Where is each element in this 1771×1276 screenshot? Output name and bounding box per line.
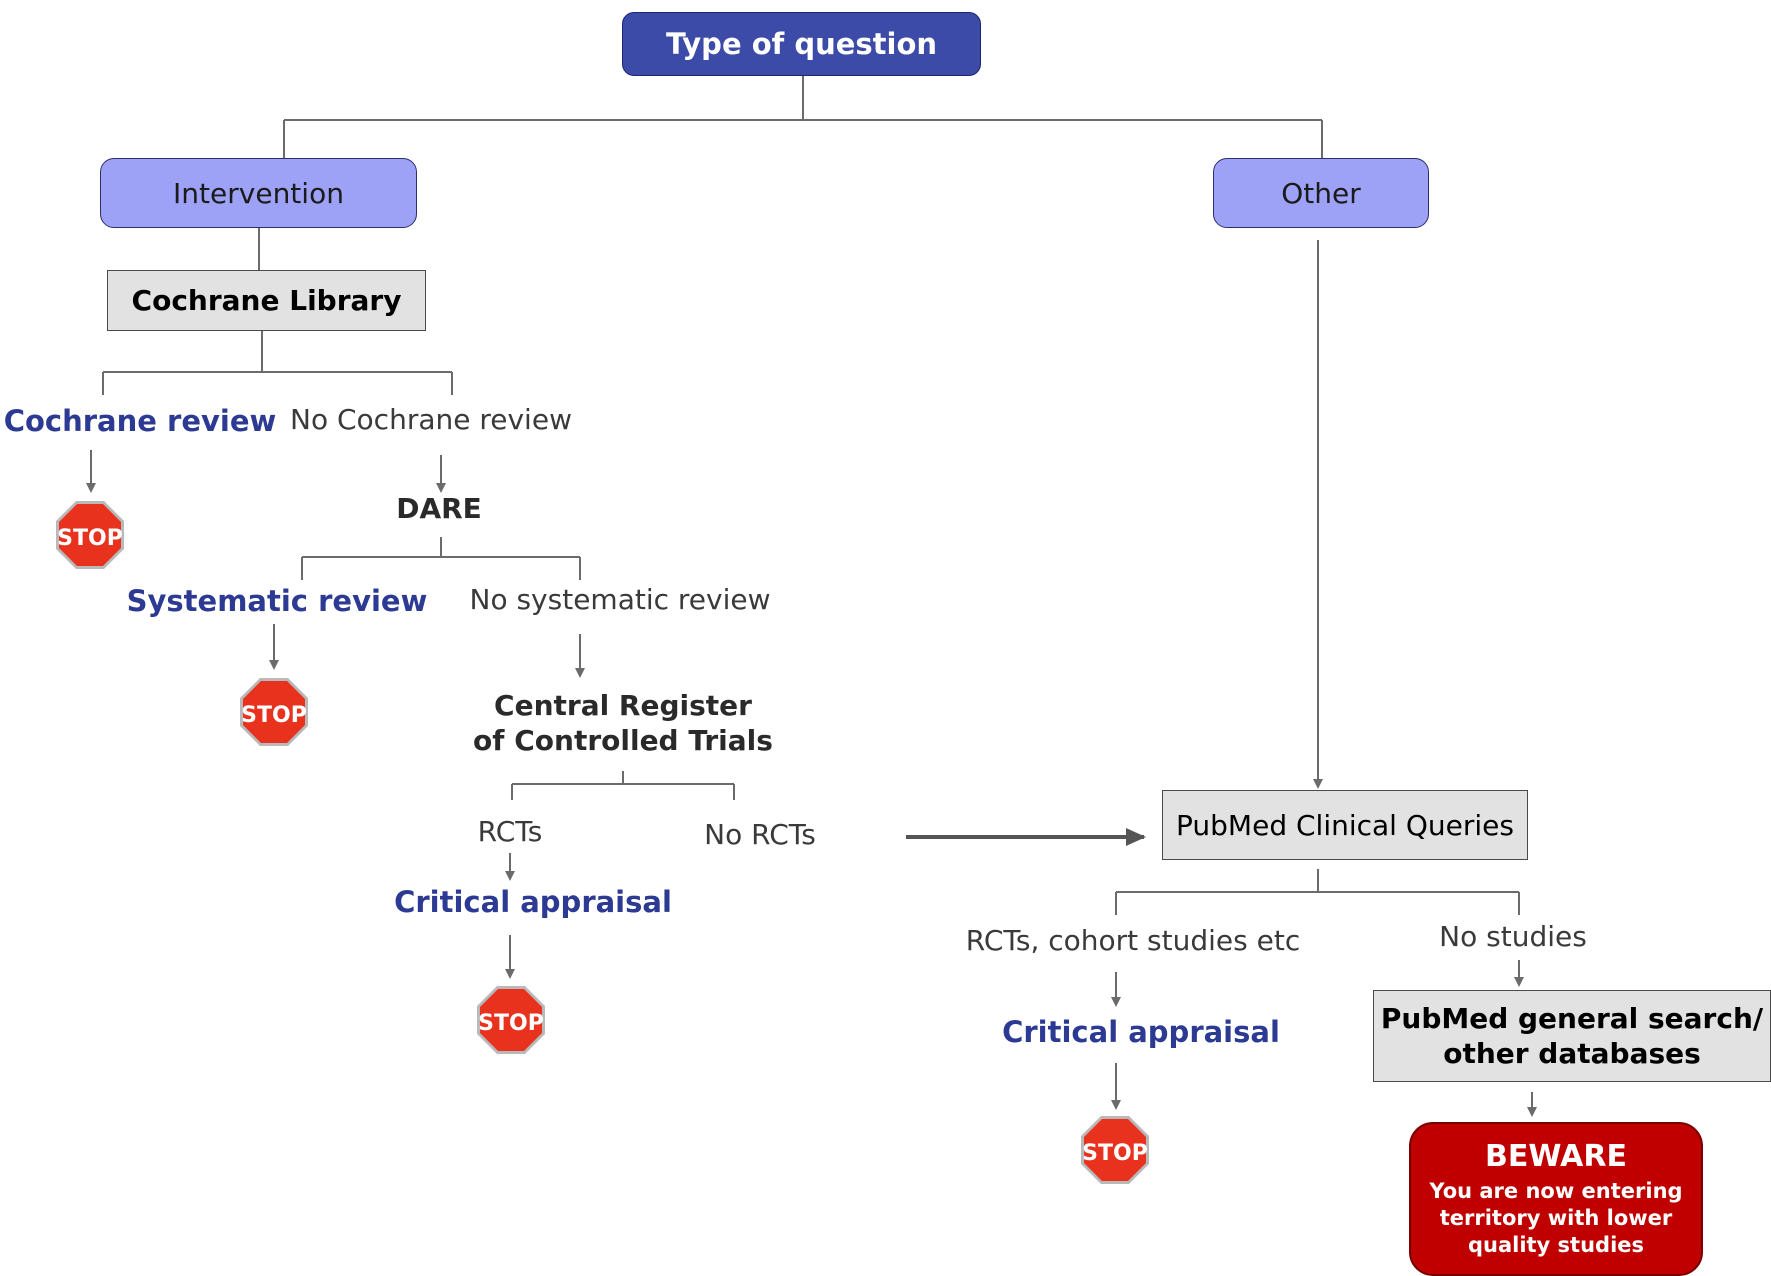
pubmed-cq-connector	[1115, 869, 1520, 915]
stop-sign-text: STOP	[478, 1011, 544, 1036]
rcts-label: RCTs	[477, 815, 543, 848]
central-register-line1: Central Register	[494, 689, 752, 722]
no-cochrane-review-label: No Cochrane review	[290, 403, 572, 436]
cochrane-library-box: Cochrane Library	[107, 270, 426, 331]
root-connector	[283, 76, 1323, 158]
dare-label: DARE	[396, 492, 482, 525]
other-box: Other	[1213, 158, 1429, 228]
cochrane-review-label: Cochrane review	[3, 404, 277, 438]
critical-appraisal-left-label: Critical appraisal	[394, 885, 672, 919]
central-register-label: Central Register of Controlled Trials	[473, 688, 773, 758]
dare-connector	[301, 537, 581, 580]
systematic-review-label: Systematic review	[126, 584, 428, 618]
pubmed-general-search-box: PubMed general search/ other databases	[1373, 990, 1771, 1082]
intervention-label: Intervention	[173, 176, 344, 210]
pubmed-clinical-queries-label: PubMed Clinical Queries	[1176, 808, 1514, 842]
central-register-line2: of Controlled Trials	[473, 724, 773, 757]
cochrane-library-connector	[102, 331, 453, 395]
rcts-cohort-label: RCTs, cohort studies etc	[965, 924, 1301, 957]
cochrane-library-label: Cochrane Library	[131, 284, 402, 317]
stop-sign-icon: STOP	[240, 678, 308, 746]
pubmed-clinical-queries-box: PubMed Clinical Queries	[1162, 790, 1528, 860]
no-systematic-review-label: No systematic review	[469, 583, 771, 616]
intervention-box: Intervention	[100, 158, 417, 228]
critical-appraisal-right-label: Critical appraisal	[1002, 1015, 1280, 1049]
stop-sign-text: STOP	[1082, 1141, 1148, 1166]
stop-sign-text: STOP	[241, 703, 307, 728]
beware-line1: You are now entering	[1429, 1178, 1683, 1203]
pubmed-general-line2: other databases	[1443, 1037, 1701, 1070]
stop-sign-text: STOP	[57, 526, 123, 551]
stop-sign-icon: STOP	[1081, 1116, 1149, 1184]
central-register-connector	[511, 771, 735, 800]
type-of-question-label: Type of question	[665, 27, 938, 61]
beware-line2: territory with lower	[1439, 1205, 1673, 1230]
no-studies-label: No studies	[1439, 920, 1587, 953]
beware-box: BEWARE You are now entering territory wi…	[1409, 1122, 1703, 1276]
no-rcts-label: No RCTs	[704, 818, 816, 851]
stop-sign-icon: STOP	[56, 501, 124, 569]
stop-sign-icon: STOP	[477, 986, 545, 1054]
beware-line3: quality studies	[1467, 1233, 1645, 1258]
other-label: Other	[1281, 176, 1361, 210]
type-of-question-box: Type of question	[622, 12, 981, 76]
beware-title: BEWARE	[1485, 1138, 1627, 1174]
pubmed-general-line1: PubMed general search/	[1380, 1002, 1764, 1035]
